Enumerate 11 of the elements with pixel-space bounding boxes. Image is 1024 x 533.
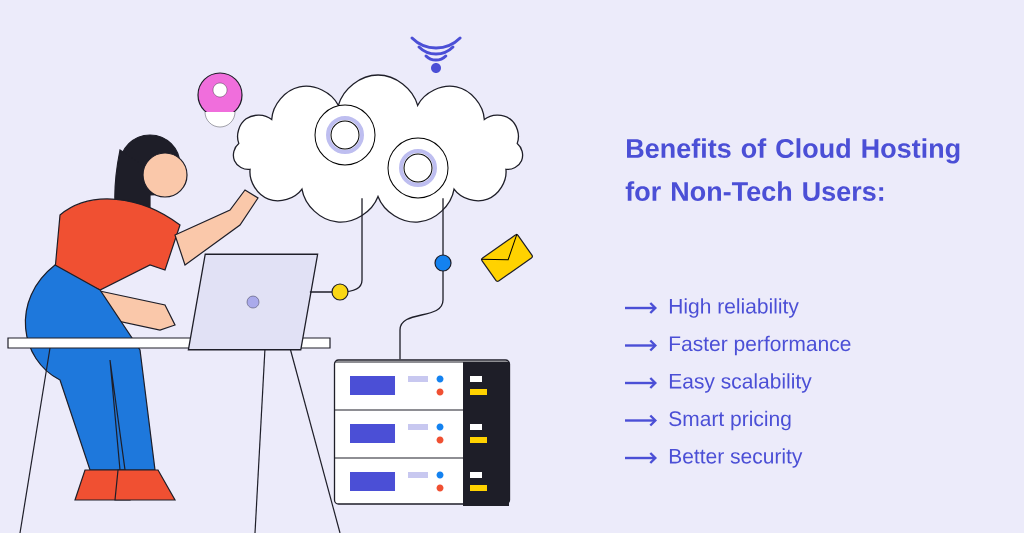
server-rack-drawing	[333, 359, 511, 506]
list-item: Faster performance	[669, 335, 851, 356]
list-item: High reliability	[669, 298, 799, 318]
list-item: Better security	[669, 448, 803, 468]
list-item: Smart pricing	[669, 410, 791, 431]
laptop-drawing	[187, 253, 319, 351]
connector-line	[399, 197, 444, 360]
heading: Benefits of Cloud Hosting for Non-Tech Users:	[625, 138, 960, 202]
connector-line	[309, 197, 363, 293]
cloud-drawing	[232, 74, 524, 223]
list-item: Easy scalability	[669, 373, 812, 393]
